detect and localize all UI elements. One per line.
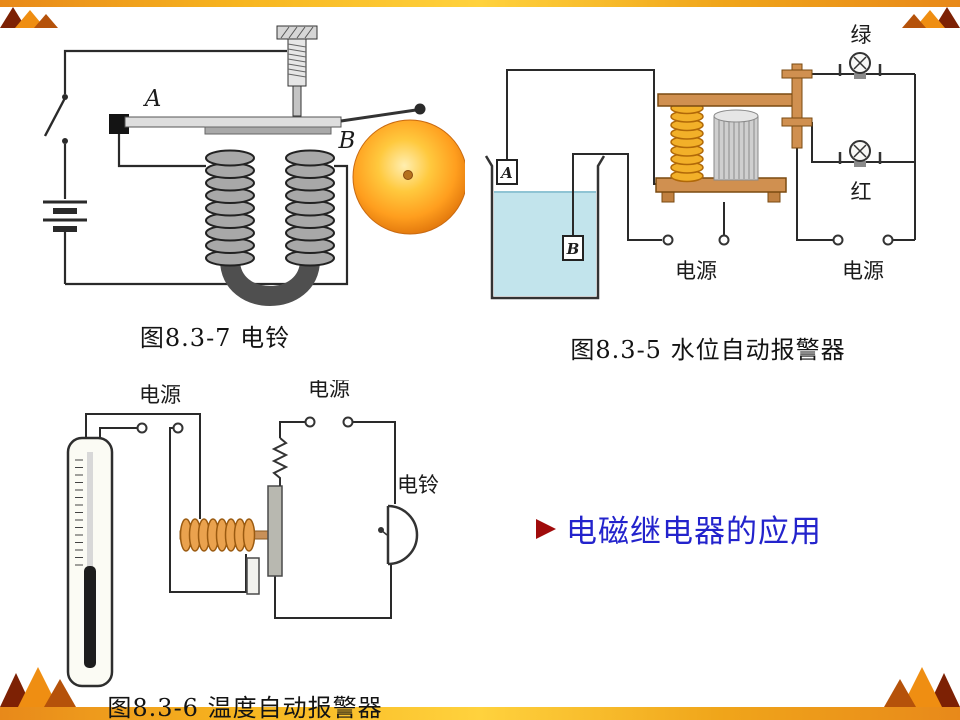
bullet-text: 电磁继电器的应用 — [566, 514, 822, 550]
battery-icon — [43, 200, 87, 232]
electrode-b-label: B — [566, 240, 580, 258]
label-b: B — [338, 128, 356, 154]
bell-symbol-icon — [378, 504, 419, 566]
contact-spring-icon — [271, 437, 289, 486]
power-left-label: 电源 — [139, 383, 181, 407]
water-alarm-caption: 图8.3-5 水位自动报警器 — [570, 336, 846, 364]
hammer-knob — [414, 103, 426, 115]
right-arrowhead-icon — [536, 518, 556, 539]
figure-temperature-alarm: 电源 电源 — [50, 377, 440, 696]
temperature-alarm-diagram: 电源 电源 — [66, 377, 439, 688]
water-alarm-diagram: A B — [484, 23, 916, 300]
power-terminals-left — [136, 422, 184, 434]
stop-block — [246, 557, 260, 595]
lower-contact — [781, 117, 813, 127]
power-terminals-left — [662, 234, 730, 246]
circuit-wires — [63, 49, 349, 286]
adjusting-screw — [276, 25, 318, 117]
red-lamp-icon — [838, 140, 882, 167]
relay — [655, 63, 813, 203]
armature — [267, 485, 283, 577]
electrode-a: A — [496, 159, 518, 185]
green-label: 绿 — [851, 23, 872, 47]
corner-triangles-icon — [902, 7, 960, 28]
bottom-border-strip — [0, 707, 960, 720]
temp-alarm-caption: 图8.3-6 温度自动报警器 — [107, 694, 383, 720]
bell-caption: 图8.3-7 电铃 — [139, 324, 291, 352]
relay-coil-yellow — [670, 101, 704, 183]
thermometer — [66, 436, 114, 688]
armature — [109, 103, 426, 135]
electrode-b: B — [562, 235, 584, 261]
electromagnet-coil — [179, 518, 271, 552]
figure-electric-bell: A B — [25, 16, 468, 320]
green-lamp-icon — [838, 52, 882, 79]
bell-gong-icon — [352, 119, 468, 235]
electromagnet-coil — [205, 149, 335, 306]
bullet-row: 电磁继电器的应用 — [533, 506, 822, 551]
power-left-label: 电源 — [675, 259, 717, 283]
circuit-wires — [85, 413, 396, 619]
top-border-strip — [0, 0, 960, 7]
corner-triangles-icon — [0, 667, 76, 707]
upper-contact — [781, 69, 813, 79]
red-label: 红 — [851, 180, 872, 204]
beaker — [484, 155, 606, 300]
relay-armature — [657, 93, 801, 107]
electrode-a-label: A — [499, 164, 513, 182]
corner-triangles-icon — [884, 667, 960, 707]
power-terminals-right — [832, 234, 894, 246]
power-terminals-right — [304, 416, 354, 428]
corner-triangles-icon — [0, 7, 58, 28]
power-right-label: 电源 — [308, 380, 350, 401]
label-a: A — [143, 86, 162, 112]
bell-label: 电铃 — [397, 473, 439, 497]
electric-bell-diagram: A B — [43, 25, 468, 306]
power-right-label: 电源 — [842, 259, 884, 283]
figure-water-level-alarm: A B — [478, 6, 938, 328]
contact-bar — [791, 63, 803, 149]
switch-icon — [43, 94, 68, 144]
relay-coil-gray — [713, 109, 759, 181]
